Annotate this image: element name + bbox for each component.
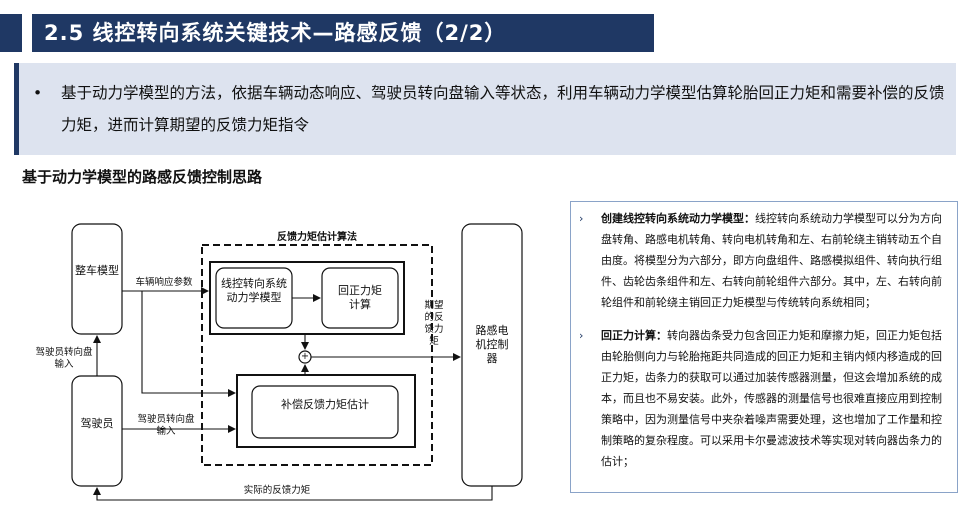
diagram-lines xyxy=(71,223,523,501)
note-aligning-head: 回正力计算： xyxy=(601,329,667,342)
aligning-calc-box xyxy=(321,267,399,329)
driver-label: 驾驶员 xyxy=(80,417,114,430)
title-bar: 2.5 线控转向系统关键技术—路感反馈（2/2） xyxy=(0,14,654,52)
driver-input-mid-label: 驾驶员转向盘输入 xyxy=(137,414,195,437)
note-model: › 创建线控转向系统动力学模型：线控转向系统动力学模型可以分为方向盘转角、路感电… xyxy=(579,208,947,313)
motor-controller-label: 路感电机控制器 xyxy=(475,324,509,365)
driver-input-left-label: 驾驶员转向盘输入 xyxy=(35,347,93,370)
notes-panel: › 创建线控转向系统动力学模型：线控转向系统动力学模型可以分为方向盘转角、路感电… xyxy=(570,201,958,493)
title-accent xyxy=(0,14,22,52)
steer-model-label: 线控转向系统动力学模型 xyxy=(221,277,287,304)
estimation-group-label: 反馈力矩估计算法 xyxy=(277,232,357,243)
aligning-calc-label: 回正力矩计算 xyxy=(338,284,382,311)
slide-title: 2.5 线控转向系统关键技术—路感反馈（2/2） xyxy=(32,14,654,52)
sub-heading: 基于动力学模型的路感反馈控制思路 xyxy=(22,168,263,186)
compensation-box xyxy=(251,385,399,439)
actual-torque-label: 实际的反馈力矩 xyxy=(243,485,311,496)
vehicle-model-box xyxy=(71,223,123,335)
intro-bullet: • xyxy=(33,84,43,102)
driver-box xyxy=(71,375,123,487)
note-aligning: › 回正力计算：转向器齿条受力包含回正力矩和摩擦力矩，回正力矩包括由轮胎侧向力与… xyxy=(579,325,947,472)
desired-torque-label: 期望的反馈力矩 xyxy=(424,300,444,347)
note-model-head: 创建线控转向系统动力学模型： xyxy=(601,212,755,225)
note-model-body: 线控转向系统动力学模型可以分为方向盘转角、路感电机转角、转向电机转角和左、右前轮… xyxy=(601,212,942,309)
intro-box: • 基于动力学模型的方法，依据车辆动态响应、驾驶员转向盘输入等状态，利用车辆动力… xyxy=(14,63,956,155)
note-aligning-body: 转向器齿条受力包含回正力矩和摩擦力矩，回正力矩包括由轮胎侧向力与轮胎拖距共同造成… xyxy=(601,329,942,468)
note-marker: › xyxy=(579,212,584,225)
sum-plus-sign: + xyxy=(301,351,309,362)
feedback-control-diagram: 整车模型 驾驶员 路感电机控制器 反馈力矩估计算法 线控转向系统动力学模型 回正… xyxy=(32,200,552,515)
intro-text: 基于动力学模型的方法，依据车辆动态响应、驾驶员转向盘输入等状态，利用车辆动力学模… xyxy=(61,84,945,134)
compensation-label: 补偿反馈力矩估计 xyxy=(281,398,369,411)
estimation-dashed-box xyxy=(201,244,433,466)
note-marker: › xyxy=(579,329,584,342)
vehicle-model-label: 整车模型 xyxy=(75,264,119,277)
vehicle-response-label: 车辆响应参数 xyxy=(135,277,193,288)
